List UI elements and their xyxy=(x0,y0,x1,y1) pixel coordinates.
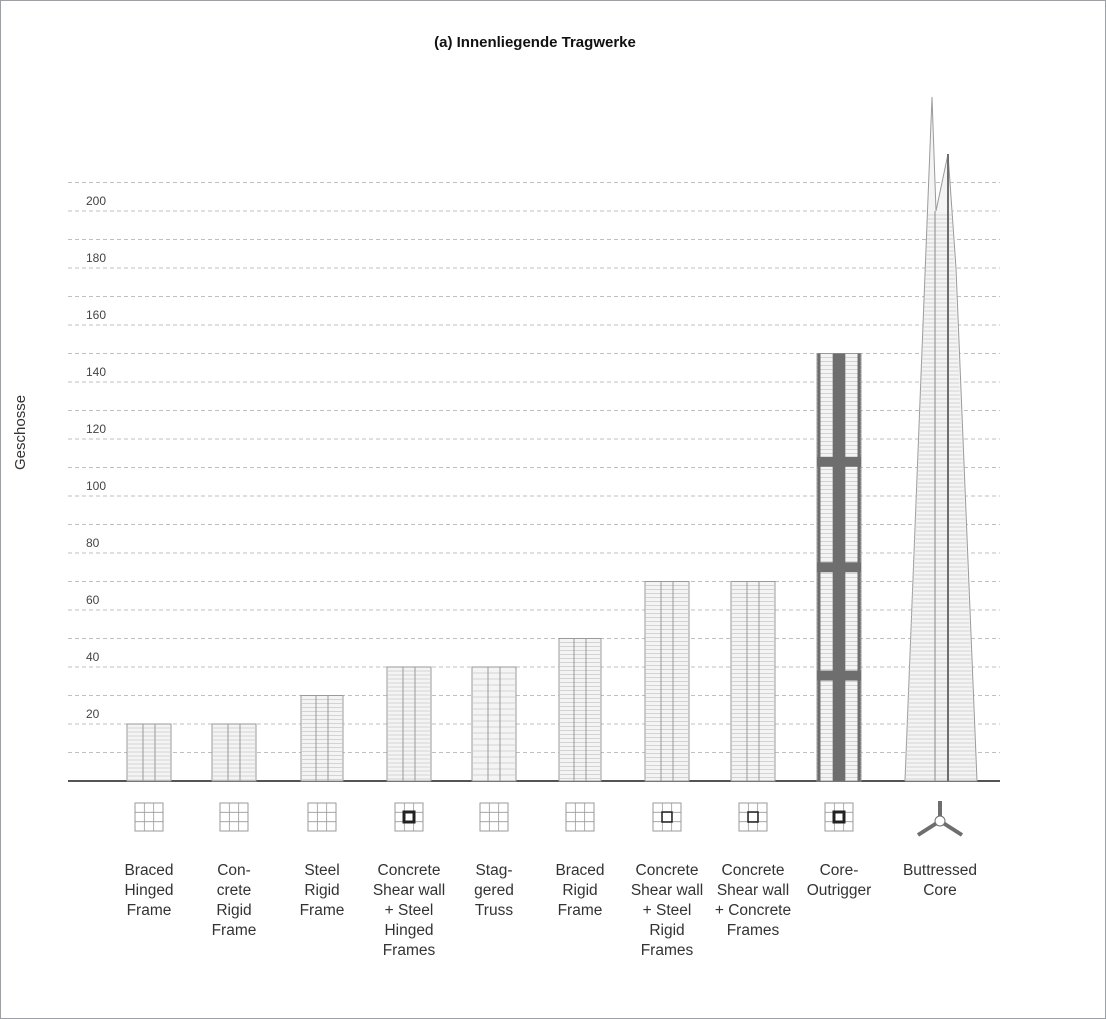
y-tick-label: 180 xyxy=(86,251,106,265)
category-label-line: Braced xyxy=(124,862,174,879)
outrigger-band xyxy=(817,562,861,573)
plan-icon xyxy=(565,802,595,832)
category-label-line: + Concrete xyxy=(714,902,792,919)
plan-icon xyxy=(134,802,164,832)
category-label-line: Shear wall xyxy=(372,882,446,899)
category-label-line: Frames xyxy=(382,942,436,959)
chart-title: (a) Innenliegende Tragwerke xyxy=(434,34,636,51)
y-tick-label: 40 xyxy=(86,650,100,664)
category-label-line: gered xyxy=(474,882,514,899)
plan-icon xyxy=(652,802,682,832)
category-label-line: Buttressed xyxy=(902,862,978,879)
category-label-line: Stag- xyxy=(475,862,513,879)
category-label-line: Frame xyxy=(211,922,257,939)
category-label-line: Rigid xyxy=(649,922,685,939)
category-label-line: Concrete xyxy=(635,862,699,879)
plan-icon xyxy=(307,802,337,832)
category-label-line: crete xyxy=(216,882,252,899)
bar-4 xyxy=(471,666,517,782)
category-label-line: Rigid xyxy=(562,882,598,899)
y-tick-label: 80 xyxy=(86,536,100,550)
category-label-line: Core- xyxy=(819,862,859,879)
outrigger-band xyxy=(817,456,861,467)
category-label-line: Hinged xyxy=(124,882,174,899)
bar-1 xyxy=(211,723,257,782)
bar-5 xyxy=(558,638,602,782)
category-label: Core- Outrigger xyxy=(791,861,887,901)
y-tick-label: 100 xyxy=(86,479,106,493)
bar-3 xyxy=(386,666,432,782)
category-label-line: Rigid xyxy=(304,882,340,899)
plan-icon-core xyxy=(661,811,673,823)
category-label-line: Con- xyxy=(217,862,251,879)
plan-icon-core xyxy=(402,810,416,824)
category-label-line: Steel xyxy=(304,862,340,879)
category-label-line: Frames xyxy=(726,922,780,939)
y-tick-label: 120 xyxy=(86,422,106,436)
category-label-line: Rigid xyxy=(216,902,252,919)
plan-icon-core xyxy=(934,815,946,827)
plan-icon xyxy=(479,802,509,832)
plan-icon xyxy=(738,802,768,832)
plan-icon xyxy=(394,802,424,832)
category-label-line: Concrete xyxy=(721,862,785,879)
category-label-line: Core xyxy=(923,882,957,899)
category-label-line: Truss xyxy=(474,902,514,919)
plan-icon xyxy=(824,802,854,832)
category-label-line: Shear wall xyxy=(716,882,790,899)
category-label-line: Braced xyxy=(555,862,605,879)
category-label-line: Frame xyxy=(299,902,345,919)
y-tick-label: 60 xyxy=(86,593,100,607)
bar-2 xyxy=(300,695,344,782)
category-label-line: Frame xyxy=(557,902,603,919)
category-label-line: Frame xyxy=(126,902,172,919)
plan-icon-core xyxy=(747,811,759,823)
category-label-line: + Steel xyxy=(384,902,434,919)
plan-icon xyxy=(219,802,249,832)
category-label-line: Shear wall xyxy=(630,882,704,899)
y-tick-label: 200 xyxy=(86,194,106,208)
bar-0 xyxy=(126,723,172,782)
y-tick-label: 20 xyxy=(86,707,100,721)
y-tick-label: 140 xyxy=(86,365,106,379)
category-label-line: + Steel xyxy=(642,902,692,919)
category-label-line: Concrete xyxy=(377,862,441,879)
plan-icon-core xyxy=(832,810,846,824)
category-label-line: Frames xyxy=(640,942,694,959)
outrigger-band xyxy=(817,670,861,681)
y-tick-label: 160 xyxy=(86,308,106,322)
category-label-line: Outrigger xyxy=(806,882,872,899)
category-label-line: Hinged xyxy=(384,922,434,939)
